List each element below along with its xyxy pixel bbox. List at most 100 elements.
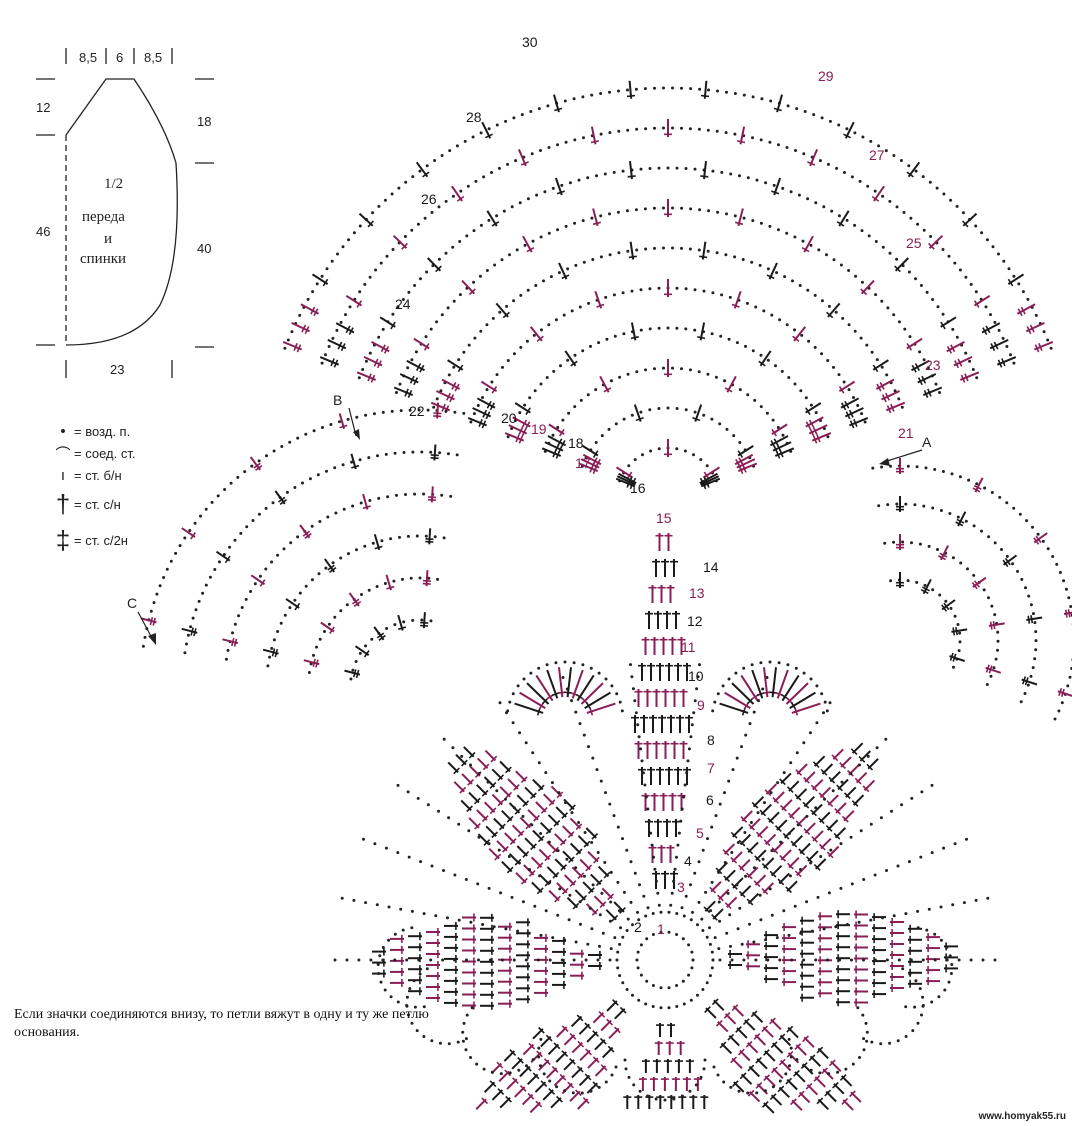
chain-dot bbox=[893, 389, 897, 393]
chain-dot bbox=[636, 723, 640, 727]
row-number: 30 bbox=[522, 34, 538, 50]
chain-dot bbox=[378, 954, 382, 958]
chain-dot bbox=[312, 653, 315, 657]
chain-dot bbox=[948, 954, 952, 958]
chain-dot bbox=[797, 193, 801, 197]
chain-dot bbox=[766, 267, 770, 271]
chain-dot bbox=[511, 721, 515, 725]
chain-dot bbox=[229, 481, 233, 485]
stitch-bar bbox=[430, 457, 439, 460]
legend-text: соед. ст. bbox=[85, 445, 136, 461]
stitch-bar bbox=[715, 1019, 723, 1027]
stitch-bar bbox=[560, 864, 567, 871]
chain-dot bbox=[573, 353, 577, 357]
chain-dot bbox=[659, 910, 663, 914]
chain-dot bbox=[723, 791, 726, 795]
chain-dot bbox=[410, 1021, 414, 1025]
stitch-bar bbox=[843, 133, 851, 139]
chain-dot bbox=[991, 245, 995, 249]
chain-dot bbox=[547, 840, 551, 844]
chain-dot bbox=[560, 958, 564, 962]
chain-dot bbox=[873, 958, 877, 962]
stitch-bar bbox=[585, 1048, 592, 1056]
stitch-bar bbox=[813, 864, 821, 871]
chain-dot bbox=[595, 768, 599, 772]
chain-dot bbox=[644, 914, 648, 918]
chain-dot bbox=[877, 144, 881, 148]
chain-dot bbox=[508, 253, 511, 257]
chain-dot bbox=[958, 475, 962, 479]
chain-dot bbox=[822, 205, 826, 209]
stitch-bar bbox=[938, 555, 946, 561]
chain-dot bbox=[692, 711, 696, 715]
chain-dot bbox=[422, 1005, 426, 1009]
stitch-bar bbox=[355, 669, 360, 679]
chain-dot bbox=[276, 553, 280, 557]
chain-dot bbox=[828, 701, 832, 705]
chain-dot bbox=[603, 861, 607, 864]
chain-dot bbox=[969, 282, 973, 286]
chain-dot bbox=[793, 235, 797, 239]
chain-dot bbox=[794, 149, 797, 152]
chain-dot bbox=[555, 1085, 559, 1089]
chain-dot bbox=[897, 958, 901, 962]
chain-dot bbox=[245, 525, 249, 529]
stitch-bar bbox=[373, 358, 379, 367]
chain-dot bbox=[362, 837, 365, 841]
chain-dot bbox=[622, 417, 626, 421]
chain-dot bbox=[579, 922, 582, 926]
chain-dot bbox=[557, 791, 561, 795]
chain-dot bbox=[436, 577, 439, 581]
chain-dot bbox=[385, 254, 389, 258]
chain-dot bbox=[479, 131, 483, 135]
chain-dot bbox=[588, 906, 592, 910]
chain-dot bbox=[680, 86, 683, 90]
chain-dot bbox=[531, 751, 535, 755]
stitch-bar bbox=[419, 364, 425, 373]
chain-dot bbox=[761, 857, 765, 861]
chain-dot bbox=[608, 958, 612, 962]
chain-dot bbox=[959, 561, 963, 565]
chain-dot bbox=[627, 1075, 631, 1079]
stitch-bar bbox=[532, 1072, 540, 1080]
chain-dot bbox=[953, 614, 957, 618]
chain-dot bbox=[609, 900, 613, 904]
chain-dot bbox=[949, 198, 953, 202]
chain-dot bbox=[1027, 594, 1031, 598]
symbol-legend: • = возд. п. ⌒ = соед. ст. ı = ст. б/н †… bbox=[52, 420, 135, 558]
stitch-bar bbox=[449, 394, 455, 403]
chain-dot bbox=[901, 540, 905, 544]
chain-dot bbox=[547, 323, 551, 327]
chain-dot bbox=[921, 995, 925, 999]
stitch-bar bbox=[528, 1042, 536, 1050]
chain-dot bbox=[766, 358, 770, 362]
chain-dot bbox=[675, 447, 679, 451]
chain-dot bbox=[560, 183, 564, 187]
stitch-bar bbox=[717, 894, 724, 902]
chain-dot bbox=[1000, 548, 1003, 551]
chain-dot bbox=[351, 668, 355, 672]
chain-dot bbox=[701, 848, 705, 852]
chain-dot bbox=[786, 104, 790, 108]
chain-dot bbox=[687, 943, 691, 947]
stitch-bar bbox=[569, 804, 576, 812]
chain-dot bbox=[407, 855, 411, 859]
chain-dot bbox=[766, 958, 770, 962]
stitch-bar bbox=[591, 833, 599, 840]
chain-dot bbox=[921, 1004, 925, 1008]
chain-dot bbox=[453, 410, 457, 414]
stitch-bar bbox=[993, 341, 999, 350]
stitch-bar bbox=[816, 434, 821, 443]
chain-dot bbox=[675, 1005, 679, 1008]
chain-dot bbox=[896, 1039, 900, 1043]
stitch-bar bbox=[1027, 615, 1031, 624]
chain-dot bbox=[730, 958, 734, 962]
stitch-bar bbox=[567, 1081, 575, 1089]
chain-dot bbox=[1026, 297, 1030, 301]
chain-dot bbox=[298, 591, 302, 595]
stitch-bar bbox=[914, 363, 921, 371]
chain-dot bbox=[802, 1064, 805, 1068]
chain-dot bbox=[815, 684, 819, 688]
chain-dot bbox=[796, 823, 800, 827]
